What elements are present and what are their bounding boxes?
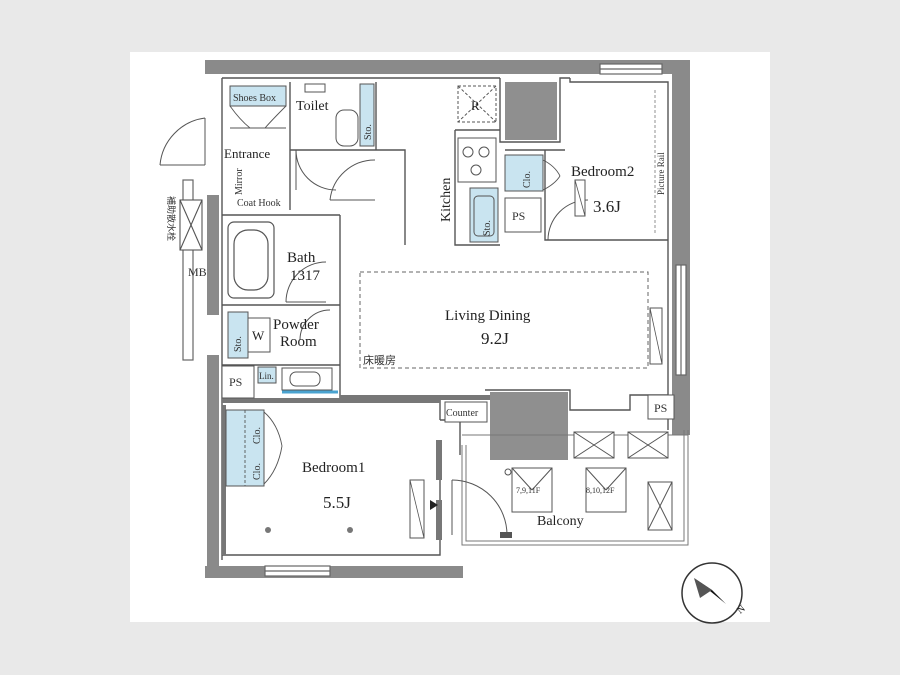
bedroom1-light-a bbox=[265, 527, 271, 533]
ps-kitchen-label: PS bbox=[512, 209, 525, 223]
mirror-label: Mirror bbox=[234, 168, 245, 195]
sprinkler-label: 補助散水栓 bbox=[165, 196, 177, 241]
counter-label: Counter bbox=[446, 408, 479, 419]
refrigerator bbox=[457, 85, 497, 123]
powder-room-label-2: Room bbox=[280, 334, 317, 350]
powder-sink bbox=[281, 367, 333, 391]
bedroom1-light-b bbox=[347, 527, 353, 533]
bedroom1-closet-a-label: Clo. bbox=[252, 427, 263, 444]
entrance-door bbox=[159, 117, 206, 166]
balcony-door bbox=[451, 479, 508, 536]
coat-hook-label: Coat Hook bbox=[237, 198, 281, 209]
balcony-label: Balcony bbox=[537, 514, 584, 529]
bedroom2-closet bbox=[504, 154, 544, 192]
living-dining-size: 9.2J bbox=[481, 329, 509, 348]
powder-door bbox=[299, 309, 331, 341]
labels: Shoes Box Toilet Sto. Entrance Mirror Co… bbox=[165, 93, 748, 616]
kitchen-label: Kitchen bbox=[439, 178, 454, 222]
interior-walls bbox=[221, 77, 669, 560]
bath-size: 1317 bbox=[290, 268, 321, 284]
shoes-box-label: Shoes Box bbox=[233, 93, 276, 104]
toilet-door bbox=[295, 149, 337, 191]
bedroom1-closet-doors bbox=[244, 410, 283, 486]
toilet-storage-label: Sto. bbox=[363, 124, 374, 140]
floor-heating-label: 床暖房 bbox=[363, 353, 396, 367]
ps-left-label: PS bbox=[229, 375, 242, 389]
compass-circle bbox=[681, 562, 743, 624]
bedroom2-closet-label: Clo. bbox=[522, 171, 533, 188]
picture-rail-label: Picture Rail bbox=[656, 152, 666, 195]
bedroom2-label: Bedroom2 bbox=[571, 164, 634, 180]
outdoor-units bbox=[573, 431, 673, 531]
shoes-box bbox=[229, 85, 287, 107]
refrigerator-label: R bbox=[471, 98, 480, 113]
compass bbox=[681, 562, 743, 624]
counter-box bbox=[444, 401, 488, 423]
powder-storage-label: Sto. bbox=[233, 336, 244, 352]
bedroom1-closet-b-label: Clo. bbox=[252, 463, 263, 480]
evac-a-label: 7,9,11F bbox=[516, 486, 541, 495]
bedroom1-size: 5.5J bbox=[323, 493, 351, 512]
evacuation-hatches bbox=[511, 467, 627, 513]
shoes-box-doors bbox=[229, 105, 287, 129]
kitchen-ps bbox=[504, 197, 542, 233]
kitchen-storage-label: Sto. bbox=[482, 220, 493, 236]
washer-label: W bbox=[252, 328, 265, 343]
ps-right-label: PS bbox=[654, 401, 667, 415]
ps-right-box bbox=[647, 394, 675, 420]
mb-label: MB bbox=[188, 265, 207, 279]
bath-door bbox=[285, 261, 327, 303]
living-dining-label: Living Dining bbox=[445, 308, 531, 324]
balcony-fixture bbox=[504, 468, 512, 476]
toilet-fixture bbox=[304, 83, 359, 147]
bedroom1-label: Bedroom1 bbox=[302, 460, 365, 476]
bathtub bbox=[227, 221, 275, 299]
toilet-storage bbox=[359, 83, 375, 147]
meter-box bbox=[179, 199, 203, 251]
washer bbox=[247, 317, 271, 353]
bath-label: Bath bbox=[287, 250, 316, 266]
windows bbox=[182, 63, 687, 577]
ps-left-box bbox=[221, 365, 255, 399]
bedroom2-closet-door bbox=[542, 159, 561, 191]
stove bbox=[457, 137, 497, 183]
evac-b-label: 8,10,12F bbox=[586, 486, 615, 495]
toilet-label: Toilet bbox=[296, 99, 329, 114]
bedroom1-door-marker bbox=[430, 500, 438, 510]
thick-walls bbox=[222, 395, 490, 555]
linen-label: Lin. bbox=[259, 371, 274, 381]
entrance-label: Entrance bbox=[224, 146, 270, 161]
bedroom2-size: 3.6J bbox=[593, 197, 621, 216]
balcony-drain bbox=[500, 532, 512, 538]
floor-heating-zone bbox=[359, 271, 649, 369]
kitchen-sink bbox=[473, 195, 495, 237]
linen-storage bbox=[257, 366, 277, 384]
hall-door bbox=[329, 159, 376, 201]
powder-room-label: Powder bbox=[273, 317, 319, 333]
structural-columns bbox=[490, 82, 568, 460]
